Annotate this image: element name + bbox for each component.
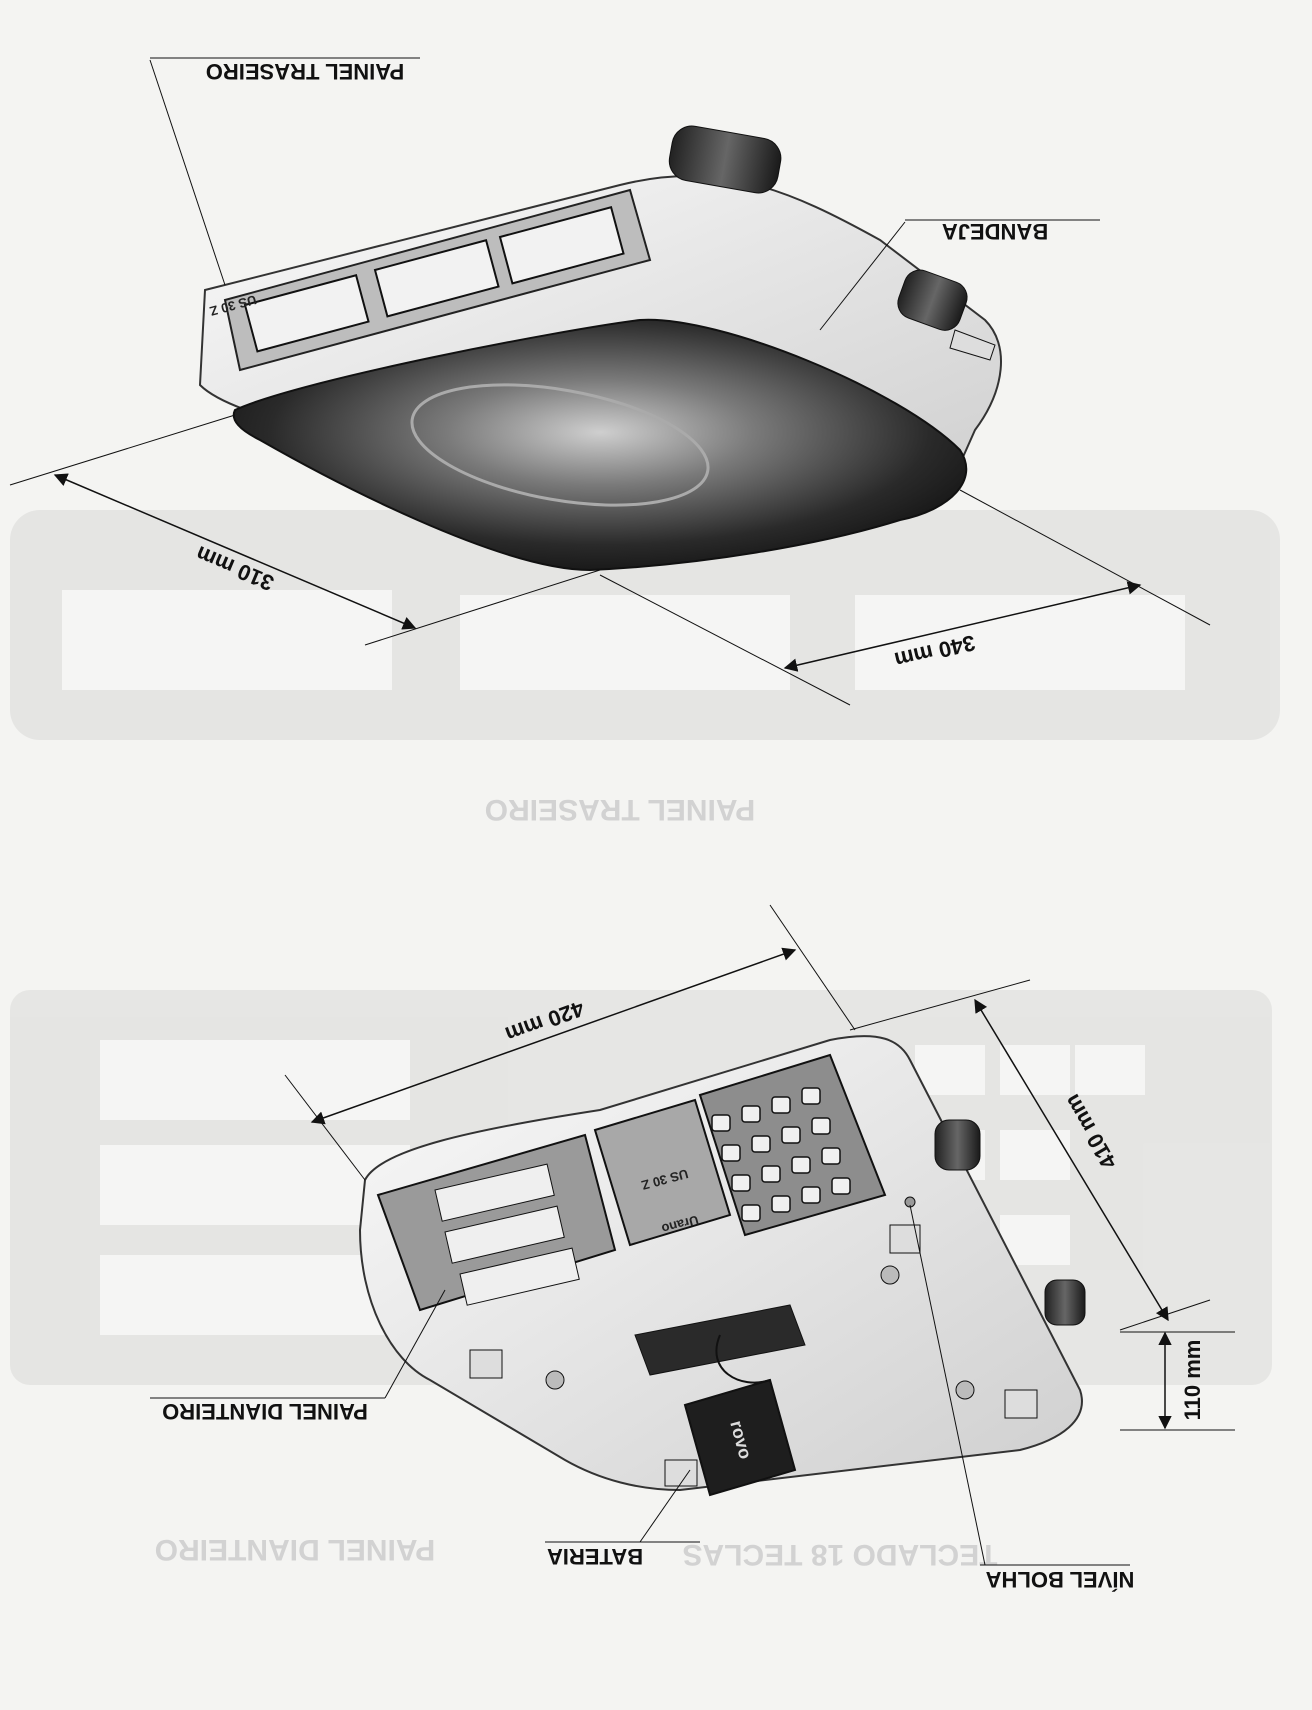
knob-top-2 — [897, 269, 968, 331]
rear-display-2 — [373, 239, 500, 318]
label-nivel-bolha: NÍVEL BOLHA — [986, 1567, 1135, 1592]
label-bandeja: BANDEJA — [942, 219, 1048, 244]
dim-arrow-420 — [310, 947, 797, 1125]
leader-bandeja — [819, 221, 906, 331]
tray-ridge — [410, 383, 710, 507]
front-display-2 — [444, 1205, 565, 1264]
ext-line-410-a — [849, 979, 1031, 1031]
ghost-label-painel-traseiro: PAINEL TRASEIRO — [485, 793, 756, 826]
front-display-3 — [459, 1247, 580, 1306]
front-display-1 — [434, 1163, 555, 1222]
knob-bottom-1 — [934, 1119, 981, 1171]
keypad-keys — [711, 1087, 851, 1222]
foot-4 — [664, 1459, 698, 1487]
label-bateria: BATERIA — [547, 1544, 643, 1569]
battery-compartment — [634, 1304, 806, 1376]
knob-top-1 — [668, 125, 782, 194]
ghost-label-painel-dianteiro: PAINEL DIANTEIRO — [155, 1533, 436, 1566]
rear-display-1 — [243, 274, 370, 353]
foot-top — [949, 329, 996, 361]
ext-line-340-b — [959, 489, 1211, 626]
ext-line-340-a — [599, 574, 851, 706]
ext-line-310-b — [364, 569, 601, 646]
knob-bottom-2 — [1044, 1279, 1086, 1326]
leader-painel-traseiro — [149, 59, 226, 286]
foot-3 — [469, 1349, 503, 1379]
leader-bateria — [639, 1469, 691, 1543]
ext-line-420-a — [284, 1074, 366, 1181]
label-painel-dianteiro: PAINEL DIANTEIRO — [162, 1399, 368, 1424]
dim-arrow-410 — [974, 998, 1169, 1322]
scale-bottom-view: US 30 Z Urano rovo — [358, 1035, 1086, 1497]
scale-top-view: US 30 Z — [198, 125, 1002, 572]
label-teclado: TECLADO 18 TECLAS — [682, 1538, 997, 1571]
leader-nivel-bolha — [909, 1204, 986, 1566]
ext-line-310-a — [9, 414, 236, 486]
battery-wire — [715, 1334, 771, 1384]
dim-arrow-310 — [53, 473, 417, 630]
foot-2 — [1004, 1389, 1038, 1419]
screw-1 — [880, 1265, 900, 1285]
screw-3 — [545, 1370, 565, 1390]
rear-display-3 — [498, 206, 625, 285]
screw-2 — [955, 1380, 975, 1400]
label-painel-traseiro: PAINEL TRASEIRO — [206, 59, 404, 84]
leader-painel-dianteiro — [384, 1289, 446, 1399]
battery-bateria — [683, 1378, 797, 1497]
dim-110-label: 110 mm — [1180, 1340, 1205, 1421]
ext-line-420-b — [769, 904, 856, 1031]
dim-arrow-340 — [783, 581, 1142, 672]
